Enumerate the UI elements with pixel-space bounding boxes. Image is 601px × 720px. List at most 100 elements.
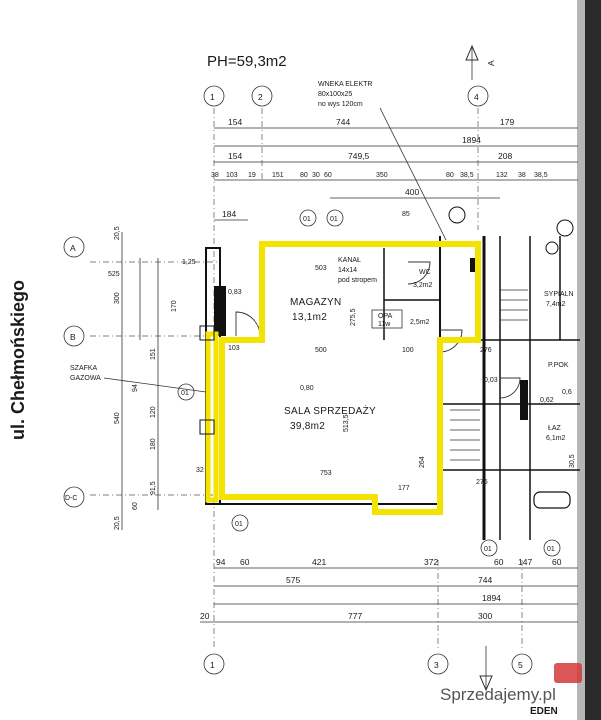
section-marker-A-bottom — [479, 646, 493, 692]
svg-text:400: 400 — [405, 187, 419, 197]
note-opa: OPA 11w — [371, 309, 403, 329]
svg-text:ŁAZ: ŁAZ — [548, 425, 562, 432]
svg-text:154: 154 — [228, 151, 242, 161]
svg-text:179: 179 — [500, 117, 514, 127]
svg-text:80: 80 — [446, 172, 454, 179]
svg-text:P.POK: P.POK — [548, 362, 569, 369]
gas-box — [199, 325, 215, 435]
svg-text:01: 01 — [330, 216, 338, 223]
svg-text:20: 20 — [200, 611, 210, 621]
svg-text:0,62: 0,62 — [540, 397, 554, 404]
svg-text:14x14: 14x14 — [338, 267, 357, 274]
svg-text:350: 350 — [376, 172, 388, 179]
svg-text:1894: 1894 — [462, 135, 481, 145]
svg-text:744: 744 — [478, 575, 492, 585]
svg-text:94: 94 — [216, 557, 226, 567]
svg-text:1: 1 — [210, 660, 215, 670]
svg-text:60: 60 — [240, 557, 250, 567]
svg-text:SALA SPRZEDAŻY: SALA SPRZEDAŻY — [284, 404, 376, 417]
svg-text:20,5: 20,5 — [114, 516, 121, 530]
svg-text:421: 421 — [312, 557, 326, 567]
svg-text:4: 4 — [474, 92, 479, 102]
svg-text:D-C: D-C — [65, 495, 77, 502]
svg-text:1894: 1894 — [482, 593, 501, 603]
svg-text:103: 103 — [226, 172, 238, 179]
svg-text:01: 01 — [484, 546, 492, 553]
svg-text:276: 276 — [476, 479, 488, 486]
svg-text:540: 540 — [114, 412, 121, 424]
svg-text:0,83: 0,83 — [228, 289, 242, 296]
svg-text:32: 32 — [196, 467, 204, 474]
room-magazyn: MAGAZYN 13,1m2 — [290, 297, 342, 323]
svg-text:94: 94 — [132, 384, 139, 392]
svg-text:pod stropem: pod stropem — [338, 277, 377, 284]
svg-text:60: 60 — [324, 172, 332, 179]
section-marker-A-top: A — [465, 44, 496, 80]
svg-text:38: 38 — [211, 172, 219, 179]
svg-text:749,5: 749,5 — [348, 151, 370, 161]
room-small: 2,5m2 — [410, 319, 430, 326]
axis-bubble-bottom-1: 1 — [203, 653, 225, 675]
note-szafka-gazowa: SZAFKA GAZOWA — [70, 365, 207, 393]
svg-text:B: B — [70, 332, 76, 342]
svg-text:103: 103 — [228, 345, 240, 352]
marker-01-a: 01 — [299, 209, 317, 227]
svg-text:11w: 11w — [378, 321, 391, 328]
axis-bubble-left-DC: D-C — [63, 486, 85, 508]
marker-01-c: 01 — [231, 514, 249, 532]
svg-text:276: 276 — [480, 347, 492, 354]
svg-text:7,4m2: 7,4m2 — [546, 301, 566, 308]
svg-text:01: 01 — [181, 390, 189, 397]
watermark: Sprzedajemy.pl — [440, 685, 556, 704]
svg-text:151: 151 — [272, 172, 284, 179]
svg-text:180: 180 — [150, 438, 157, 450]
svg-text:744: 744 — [336, 117, 350, 127]
svg-text:5: 5 — [518, 660, 523, 670]
svg-text:575: 575 — [286, 575, 300, 585]
svg-text:38,5: 38,5 — [534, 172, 548, 179]
svg-text:SYPIALN: SYPIALN — [544, 291, 574, 298]
svg-text:85: 85 — [402, 211, 410, 218]
svg-text:38,5: 38,5 — [460, 172, 474, 179]
svg-text:38: 38 — [518, 172, 526, 179]
dim-left: 20,5 525 300 170 151 94 540 120 180 60 9… — [108, 226, 178, 530]
dim-inner: 503 500 100 753 177 276 276 513,5 264 27… — [182, 211, 576, 492]
axis-bubble-top-2: 2 — [251, 85, 273, 107]
svg-text:208: 208 — [498, 151, 512, 161]
marker-01-d: 01 — [480, 539, 498, 557]
svg-text:2: 2 — [258, 92, 263, 102]
svg-text:WC: WC — [419, 269, 431, 276]
premises-outline-window-strip — [205, 331, 219, 503]
svg-text:GAZOWA: GAZOWA — [70, 375, 101, 382]
marker-01-e: 01 — [543, 539, 561, 557]
svg-text:80: 80 — [300, 172, 308, 179]
scan-edge-shade — [577, 0, 585, 720]
svg-text:154: 154 — [228, 117, 242, 127]
svg-text:2,5m2: 2,5m2 — [410, 319, 430, 326]
svg-text:19: 19 — [248, 172, 256, 179]
svg-text:1,25: 1,25 — [182, 259, 196, 266]
premises-outline — [219, 241, 481, 515]
room-p-pok: P.POK — [548, 362, 569, 369]
svg-text:no wys 120cm: no wys 120cm — [318, 101, 363, 108]
doors — [235, 261, 521, 399]
stair-hatch — [450, 289, 528, 461]
marker-01-f: 01 — [177, 383, 195, 401]
svg-text:3,2m2: 3,2m2 — [413, 282, 433, 289]
street-label: ul. Chełmońskiego — [8, 280, 28, 440]
svg-text:120: 120 — [150, 406, 157, 418]
svg-text:147: 147 — [518, 557, 532, 567]
svg-text:60: 60 — [494, 557, 504, 567]
svg-text:6,1m2: 6,1m2 — [546, 435, 566, 442]
svg-text:0,03: 0,03 — [484, 377, 498, 384]
axis-bubble-top-4: 4 — [467, 85, 489, 107]
svg-text:MAGAZYN: MAGAZYN — [290, 297, 342, 308]
svg-text:SZAFKA: SZAFKA — [70, 365, 98, 372]
svg-text:01: 01 — [235, 521, 243, 528]
svg-text:60: 60 — [132, 502, 139, 510]
svg-text:60: 60 — [552, 557, 562, 567]
svg-text:132: 132 — [496, 172, 508, 179]
dim-bottom: 94 60 421 372 60 147 60 575 744 1894 20 … — [200, 557, 578, 623]
svg-text:513,5: 513,5 — [343, 414, 350, 432]
